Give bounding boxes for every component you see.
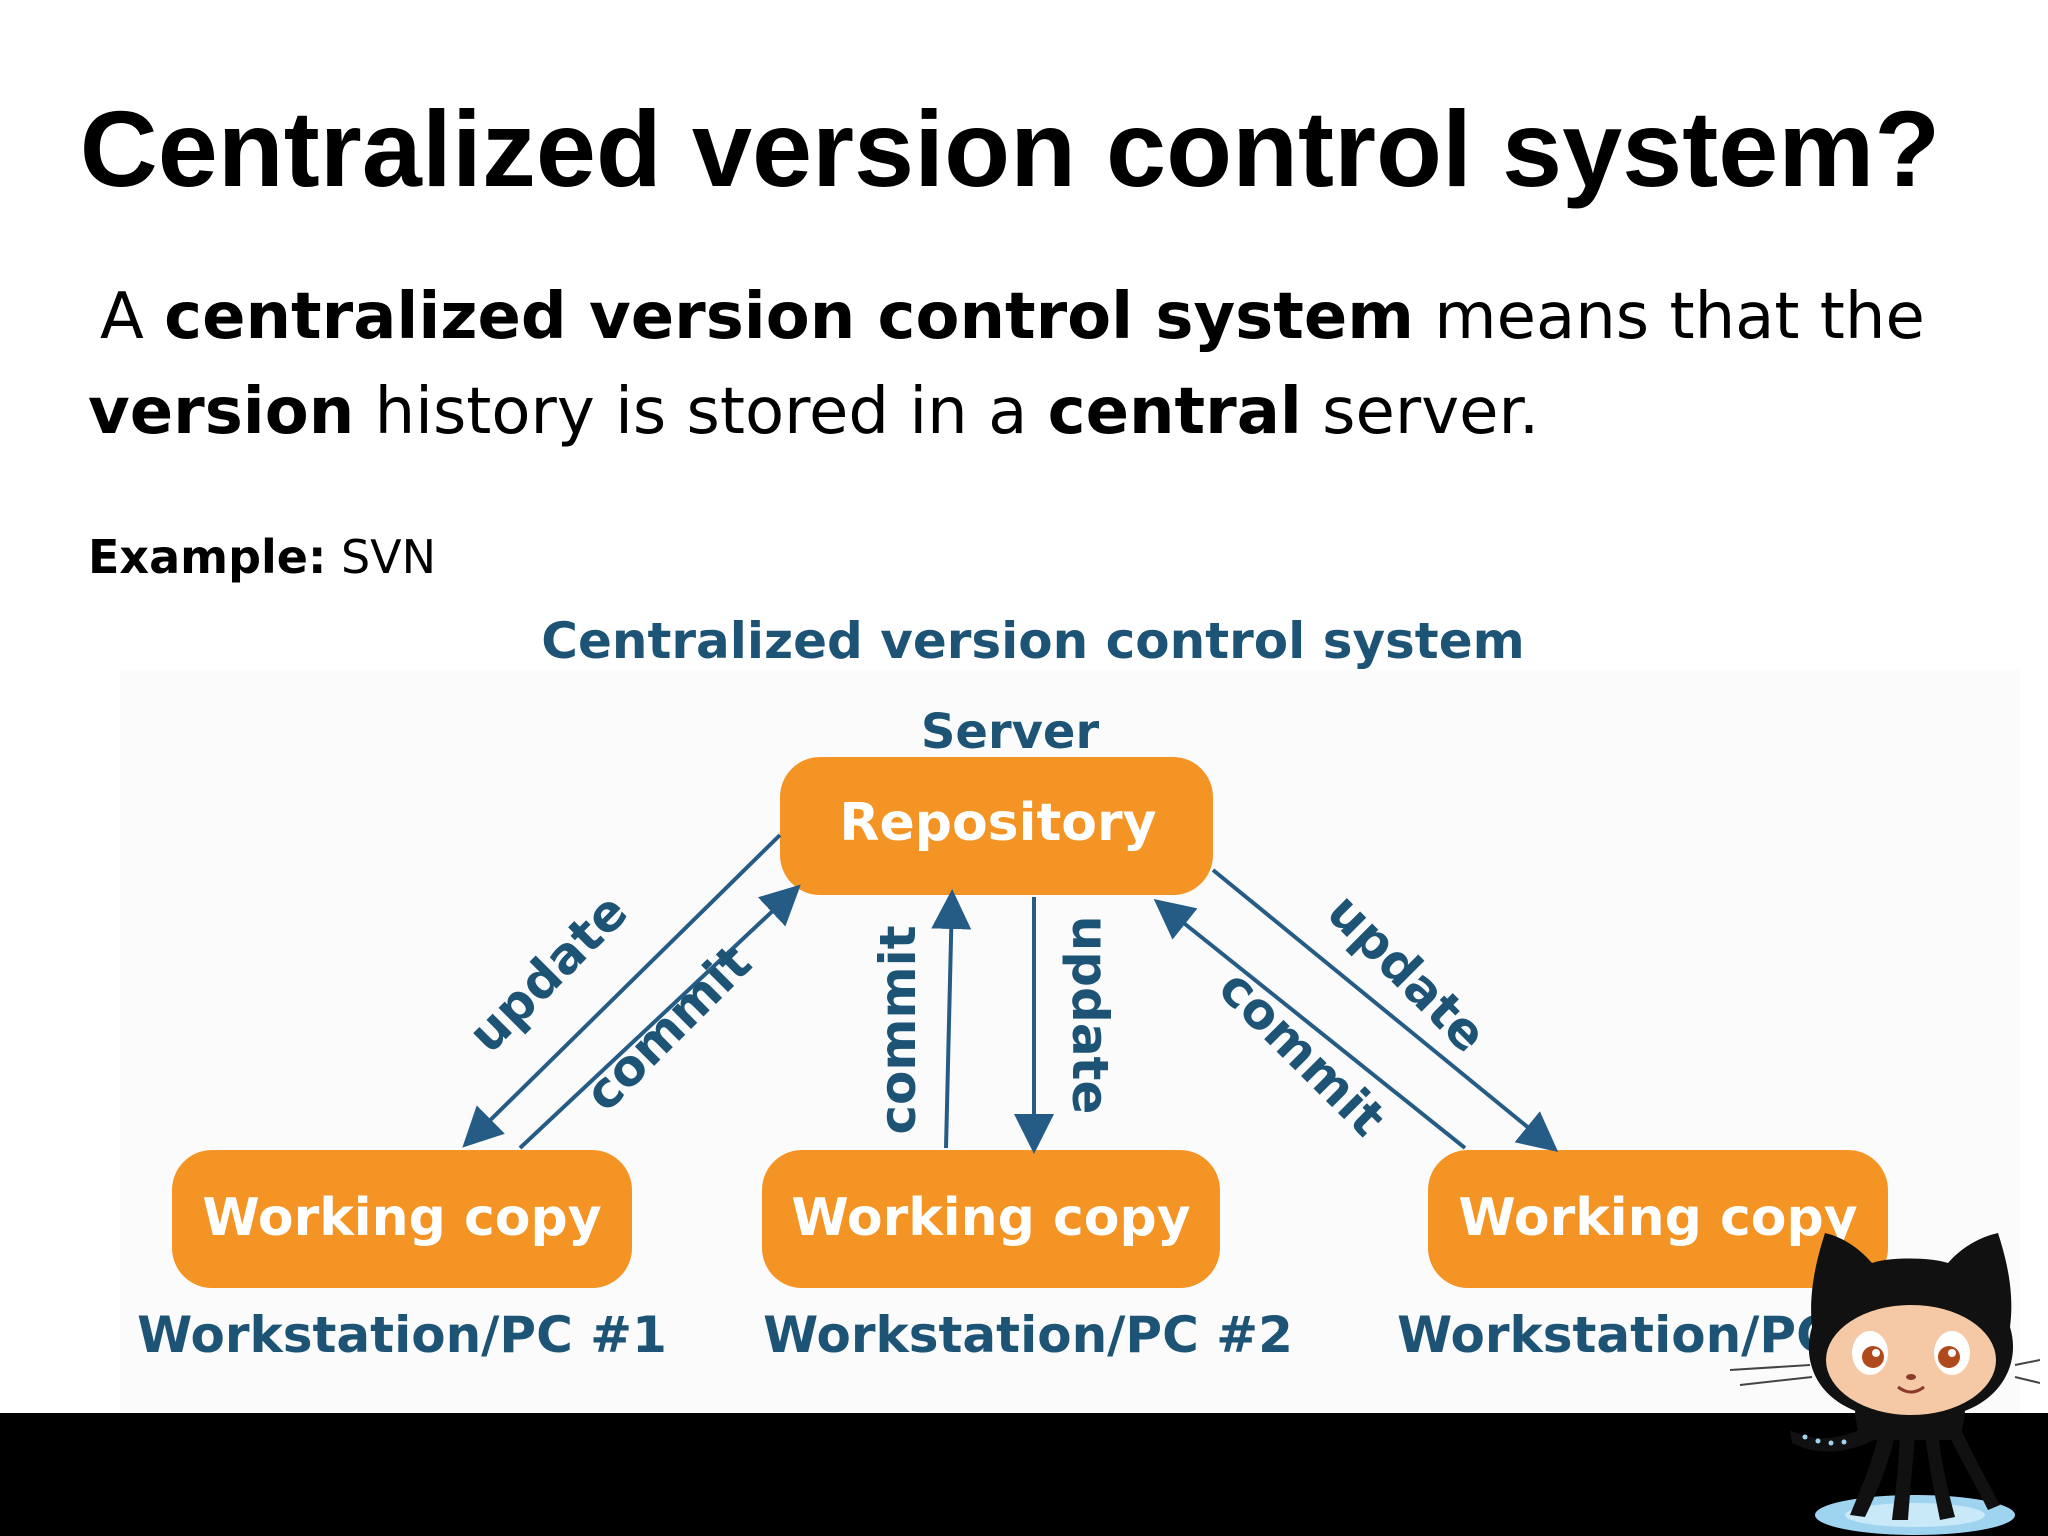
repository-box	[780, 757, 1213, 895]
arrow-commit-middle	[931, 889, 972, 1149]
workstation-label-2: Workstation/PC #2	[763, 1306, 1293, 1364]
diagram-title: Centralized version control system	[541, 612, 1524, 670]
description: A centralized version control system mea…	[88, 270, 1988, 460]
description-line-2: version history is stored in a central s…	[88, 375, 1540, 449]
arrow-commit-left	[518, 884, 801, 1150]
example-label: Example:	[88, 530, 327, 584]
working-copy-box-1	[172, 1150, 632, 1288]
example-line: Example: SVN	[88, 530, 436, 584]
example-value: SVN	[326, 530, 437, 584]
working-copy-label-2: Working copy	[791, 1188, 1190, 1248]
workstation-label-1: Workstation/PC #1	[137, 1306, 667, 1364]
repository-label: Repository	[839, 793, 1156, 853]
arrow-update-left	[462, 833, 782, 1148]
working-copy-box-2	[762, 1150, 1220, 1288]
working-copy-box-3	[1428, 1150, 1888, 1288]
server-label: Server	[921, 704, 1100, 760]
octocat-icon	[1730, 1233, 2040, 1535]
label-update-middle: update	[1061, 916, 1119, 1115]
arrow-update-right	[1211, 868, 1559, 1153]
slide-title: Centralized version control system?	[79, 88, 1941, 209]
arrow-commit-right	[1153, 899, 1467, 1150]
description-line-1: A centralized version control system mea…	[100, 280, 1925, 354]
bottom-bar	[0, 1413, 2048, 1536]
working-copy-label-3: Working copy	[1458, 1188, 1857, 1248]
label-commit-middle: commit	[869, 925, 927, 1134]
working-copy-label-1: Working copy	[202, 1188, 601, 1248]
